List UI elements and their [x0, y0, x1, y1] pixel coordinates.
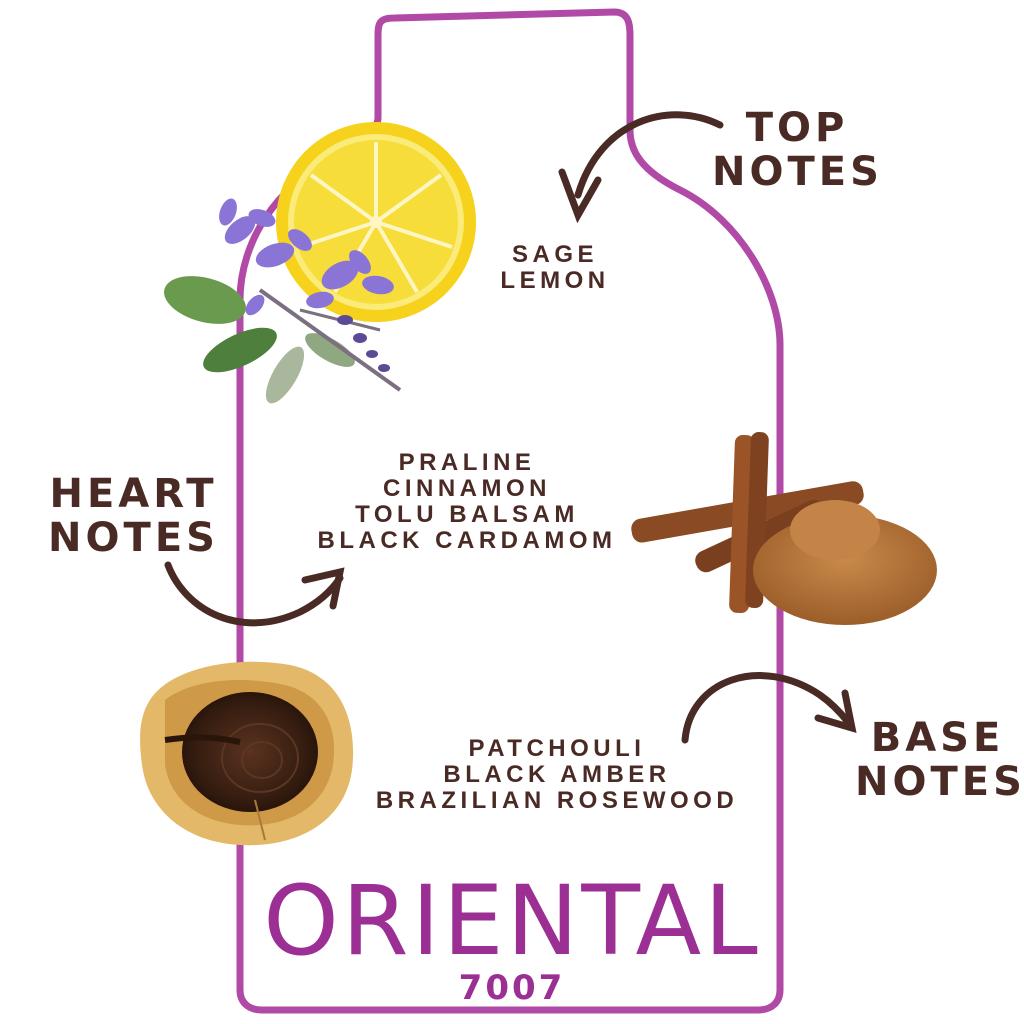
top-note-item: SAGE: [511, 241, 598, 268]
base-note-item: BRAZILIAN ROSEWOOD: [375, 787, 739, 814]
base-notes-list: PATCHOULI BLACK AMBER BRAZILIAN ROSEWOOD: [352, 736, 762, 814]
top-notes-label-line: TOP: [745, 105, 849, 151]
base-notes-label-line: BASE: [870, 715, 1005, 761]
top-notes-label: TOP NOTES: [712, 106, 882, 194]
heart-notes-arrow: [164, 561, 345, 627]
brand-number: 7007: [458, 968, 566, 1008]
cinnamon-icon: [631, 432, 937, 625]
heart-note-item: CINNAMON: [383, 475, 551, 502]
top-notes-list: SAGE LEMON: [470, 242, 640, 294]
base-note-item: BLACK AMBER: [443, 761, 671, 788]
heart-notes-label-line: NOTES: [48, 515, 219, 561]
top-notes-arrow: [558, 111, 724, 224]
brand-name: ORIENTAL: [263, 865, 761, 977]
base-notes-label: BASE NOTES: [855, 715, 1024, 805]
heart-notes-list: PRALINE CINNAMON TOLU BALSAM BLACK CARDA…: [292, 450, 642, 554]
heart-notes-label: HEART NOTES: [46, 472, 221, 560]
base-notes-label-line: NOTES: [855, 759, 1024, 805]
top-note-item: LEMON: [500, 267, 610, 294]
sage-flower-icon: [164, 198, 402, 404]
heart-note-item: BLACK CARDAMOM: [317, 527, 617, 554]
base-notes-arrow: [681, 672, 857, 744]
heart-note-item: PRALINE: [398, 449, 536, 476]
base-note-item: PATCHOULI: [468, 735, 646, 762]
heart-note-item: TOLU BALSAM: [355, 501, 579, 528]
heart-notes-label-line: HEART: [49, 471, 218, 517]
rosewood-log-icon: [140, 661, 354, 846]
top-notes-label-line: NOTES: [712, 149, 883, 195]
